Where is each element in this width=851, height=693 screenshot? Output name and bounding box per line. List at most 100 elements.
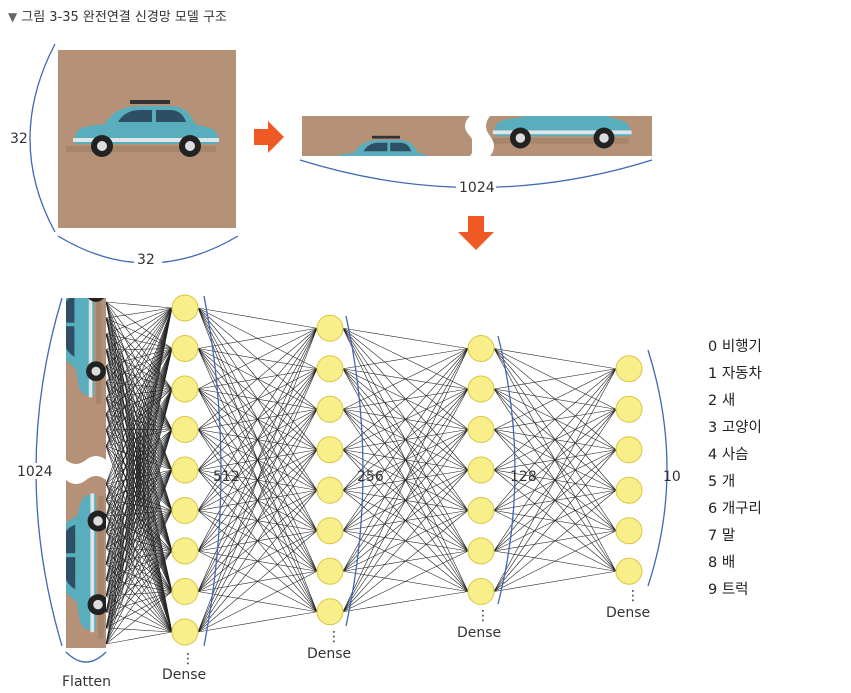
connection-line [342,327,469,349]
layer2-neuron [316,557,344,585]
connection-line [105,307,173,335]
layer1-units-label: 512 [213,469,240,485]
layer1-neuron [171,578,199,605]
arrow-down-icon [458,216,494,250]
connection-line [342,348,469,612]
class-label: 5 개 [708,474,736,490]
connection-line [493,368,617,552]
connection-line [105,510,173,645]
layer3-ellipsis: ⋮ [476,608,490,624]
layer2-neuron [316,436,344,464]
connection-line [493,490,617,592]
connection-line [342,348,469,370]
connection-line [197,327,318,349]
connection-line [197,327,318,390]
layer2-neuron [316,598,344,626]
class-label: 0 비행기 [708,339,762,355]
connection-line [105,348,173,549]
layer4-neuron [615,517,643,545]
layer1-neuron [171,375,199,403]
layer2-name-label: Dense [307,646,351,662]
class-label: 9 트럭 [708,582,749,598]
connection-line [105,348,173,501]
image-height-label: 32 [10,131,28,147]
connection-line [105,348,173,613]
connection-line [197,328,318,552]
connection-line [105,445,173,633]
connection-line [493,368,617,390]
connection-line [105,348,173,629]
connection-line [493,449,617,592]
connection-line [105,307,173,351]
connection-line [105,307,173,549]
input-size-label: 1024 [17,464,53,480]
class-label: 1 자동차 [708,366,762,382]
connection-line [105,348,173,533]
layer3-neuron [467,578,495,605]
connection-line [342,429,469,612]
flatten-label: Flatten [62,674,111,690]
connection-line [197,570,318,633]
layer4-neuron [615,557,643,585]
layer4-neuron [615,355,643,383]
connection-line [197,328,318,471]
connection-line [105,550,173,645]
connection-line [197,328,318,633]
connection-line [105,307,173,367]
input-image [58,50,236,228]
connection-line [493,368,617,430]
connection-line [197,307,318,329]
connection-line [105,631,173,645]
layer2-neuron [316,517,344,545]
layer4-ellipsis: ⋮ [626,588,640,604]
layer3-neuron [467,375,495,403]
connection-line [105,388,173,645]
connection-line [105,348,173,565]
layer1-neuron [171,456,199,484]
connection-line [342,348,469,531]
connection-line [105,348,173,645]
layer2-neuron [316,314,344,342]
connection-line [105,307,173,501]
layer3-neuron [467,456,495,484]
flatten-column [66,298,106,648]
connection-line [197,368,318,633]
layer2-neuron [316,476,344,504]
connections [105,301,617,645]
connection-line [105,429,173,431]
connection-line [493,570,617,592]
layer3-neuron [467,416,495,443]
layer2-neuron [316,355,344,383]
connection-line [342,348,469,572]
connection-line [197,409,318,633]
connection-line [197,449,318,633]
connection-line [105,307,173,597]
layer2-brace [345,315,364,627]
connection-line [197,328,318,511]
layer3-neuron [467,497,495,524]
image-width-label: 32 [137,252,155,268]
connection-line [197,611,318,633]
figure-caption: ▼그림 3-35 완전연결 신경망 모델 구조 [8,6,227,25]
connection-line [105,307,173,383]
connection-line [105,348,173,517]
connection-line [105,307,173,613]
connection-line [493,348,617,370]
connection-line [342,388,469,612]
class-label: 7 말 [708,528,736,544]
connection-line [105,348,173,597]
connection-line [342,591,469,613]
arrow-right-icon [254,121,284,153]
caption-text: 그림 3-35 완전연결 신경망 모델 구조 [21,10,227,25]
layer3-neuron [467,537,495,565]
class-label: 6 개구리 [708,501,762,517]
connection-line [105,348,173,581]
connection-line [342,550,469,613]
layer1-ellipsis: ⋮ [181,651,195,667]
connection-line [105,445,173,552]
layer3-units-label: 128 [510,469,537,485]
connection-line [105,307,173,447]
connection-line [105,307,173,319]
connection-line [105,429,173,645]
